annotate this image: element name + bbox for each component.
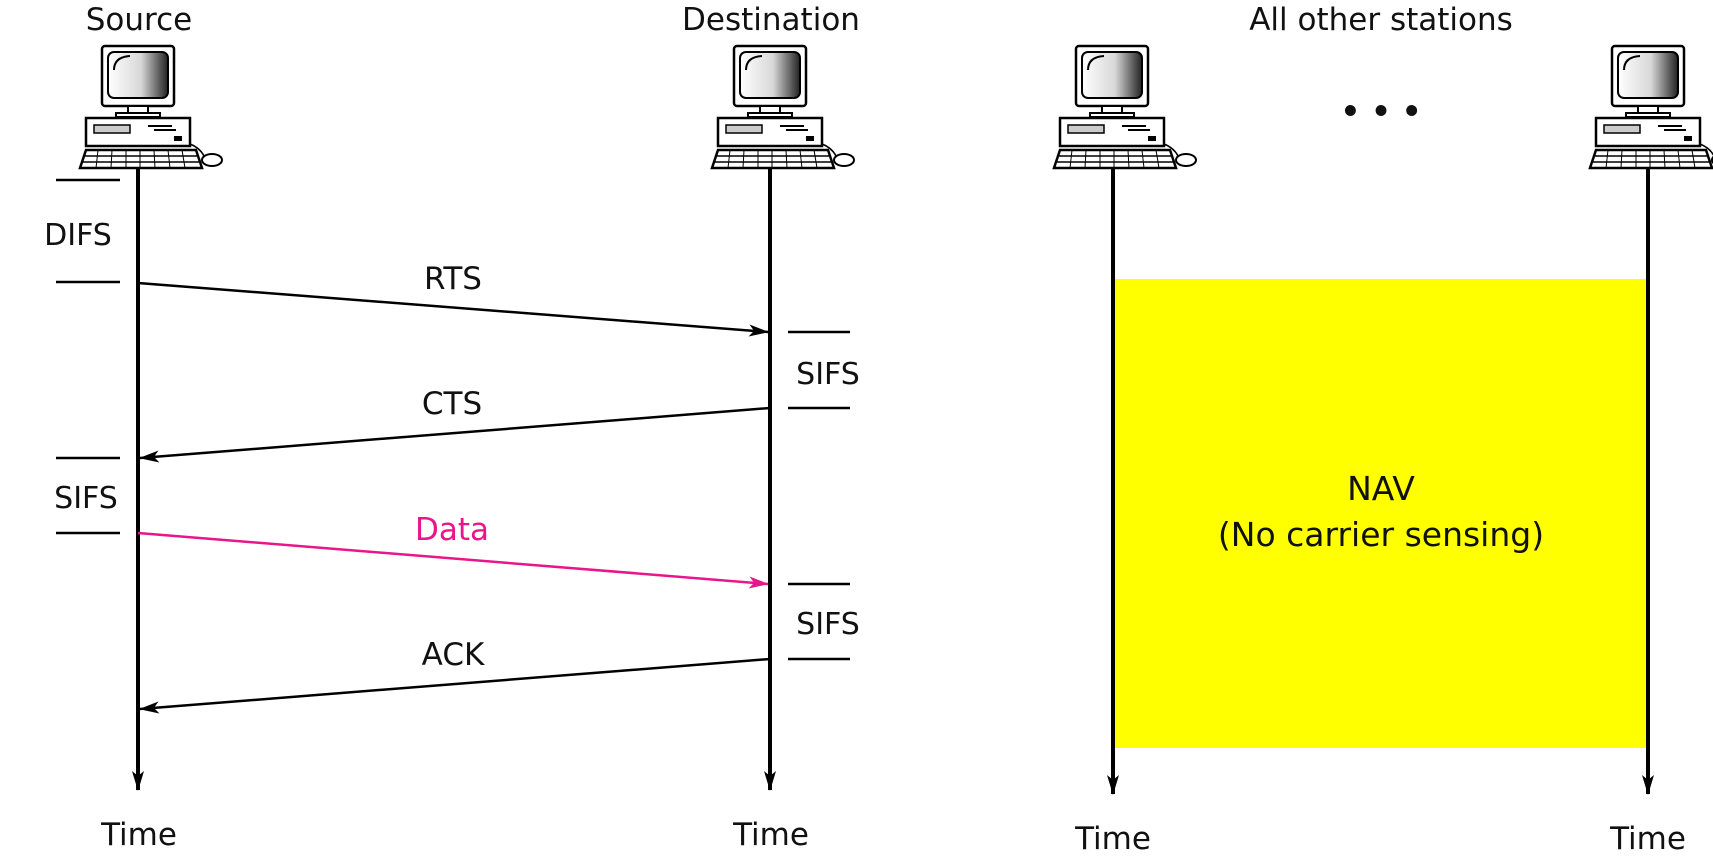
sifs-dest-2-label: SIFS bbox=[796, 607, 860, 642]
nav-region bbox=[1113, 279, 1648, 748]
ack-label: ACK bbox=[422, 637, 485, 673]
source-time-label: Time bbox=[100, 817, 177, 853]
data-arrow bbox=[137, 531, 769, 589]
source-station-label: Source bbox=[86, 2, 192, 38]
cts-arrow bbox=[139, 406, 771, 463]
other-station-time-label: Time bbox=[1074, 821, 1151, 857]
data-label: Data bbox=[415, 512, 489, 548]
cts-label: CTS bbox=[422, 386, 482, 422]
ack-arrow bbox=[139, 657, 771, 714]
nav-label: NAV bbox=[1347, 469, 1415, 508]
rts-arrow bbox=[137, 281, 769, 337]
other-station-time-label: Time bbox=[1609, 821, 1686, 857]
other-stations-label: All other stations bbox=[1249, 2, 1513, 38]
destination-station-label: Destination bbox=[682, 2, 860, 38]
source-computer-icon bbox=[78, 44, 224, 170]
sifs-dest-1-label: SIFS bbox=[796, 357, 860, 392]
sifs-source-label: SIFS bbox=[54, 481, 118, 516]
destination-time-label: Time bbox=[732, 817, 809, 853]
other-station-computer-icon bbox=[1588, 44, 1713, 170]
difs-label: DIFS bbox=[44, 218, 112, 253]
rts-label: RTS bbox=[424, 261, 482, 297]
ellipsis: • • • bbox=[1340, 94, 1421, 130]
other-station-computer-icon bbox=[1052, 44, 1198, 170]
destination-computer-icon bbox=[710, 44, 856, 170]
nav-description: (No carrier sensing) bbox=[1218, 515, 1544, 554]
